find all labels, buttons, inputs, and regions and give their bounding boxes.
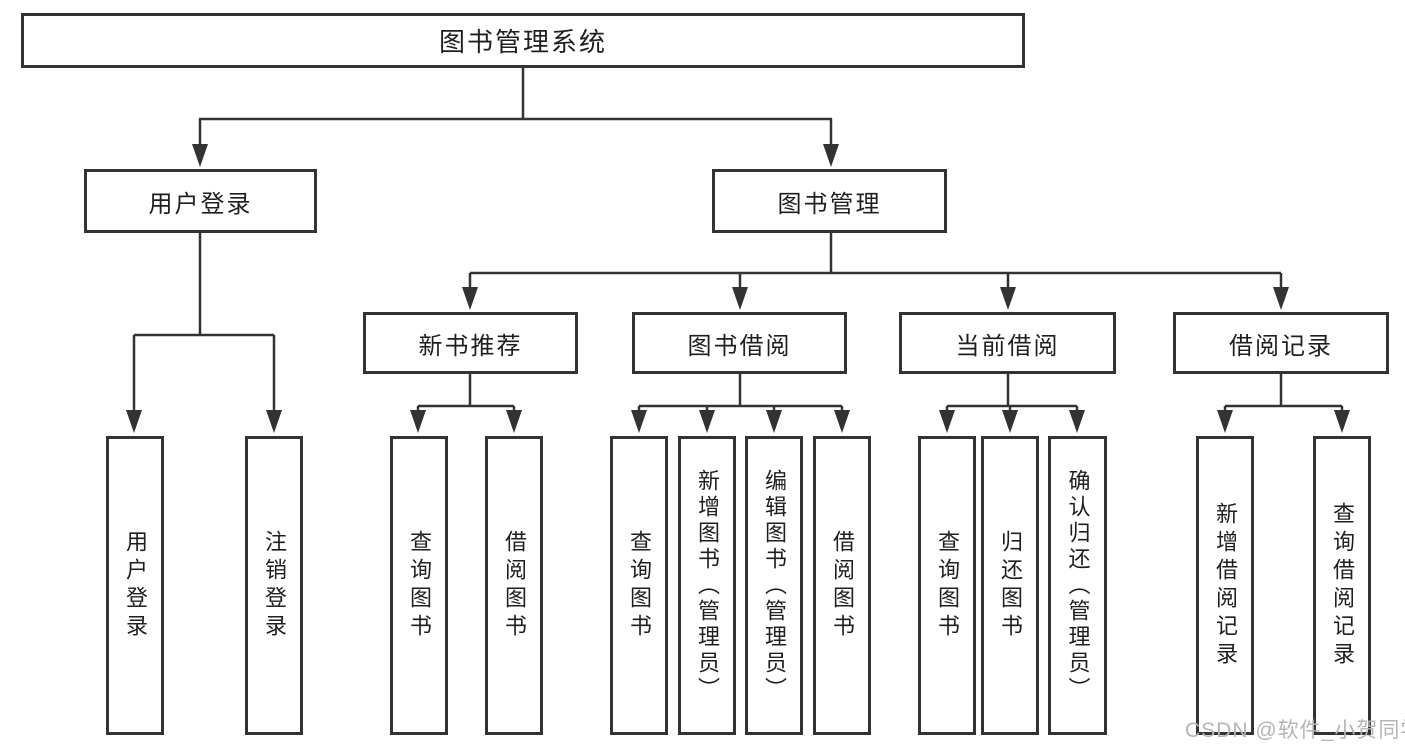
leaf-label: 查询借阅记录 xyxy=(1330,501,1355,670)
node-label: 用户登录 xyxy=(148,190,253,218)
node-new-book-recommendation: 新书推荐 xyxy=(363,312,578,374)
leaf-add-book-admin: 新增图书（管理员） xyxy=(678,436,736,735)
leaf-edit-book-admin: 编辑图书（管理员） xyxy=(745,436,803,735)
leaf-label: 用户登录 xyxy=(123,529,148,642)
leaf-query-books-borrowing: 查询图书 xyxy=(610,436,668,735)
leaf-query-books-current: 查询图书 xyxy=(918,436,976,735)
leaf-label: 新增图书（管理员） xyxy=(695,468,720,703)
leaf-label: 查询图书 xyxy=(935,529,960,642)
node-label: 图书管理系统 xyxy=(438,27,607,57)
leaf-user-login: 用户登录 xyxy=(106,436,164,735)
node-label: 当前借阅 xyxy=(955,332,1060,360)
leaf-label: 确认归还（管理员） xyxy=(1065,468,1091,703)
leaf-return-books: 归还图书 xyxy=(981,436,1039,735)
node-user-login: 用户登录 xyxy=(84,169,317,233)
leaf-logout: 注销登录 xyxy=(245,436,303,735)
leaf-query-books-recommendation: 查询图书 xyxy=(390,436,448,735)
leaf-label: 借阅图书 xyxy=(502,529,527,642)
leaf-query-borrow-record: 查询借阅记录 xyxy=(1313,436,1371,735)
leaf-label: 查询图书 xyxy=(407,529,432,642)
leaf-borrow-books-recommendation: 借阅图书 xyxy=(485,436,543,735)
node-library-management-system: 图书管理系统 xyxy=(21,13,1025,68)
leaf-label: 注销登录 xyxy=(262,529,287,642)
leaf-confirm-return-admin: 确认归还（管理员） xyxy=(1048,436,1107,735)
node-borrowing-records: 借阅记录 xyxy=(1173,312,1389,374)
node-book-borrowing: 图书借阅 xyxy=(632,312,847,374)
node-label: 新书推荐 xyxy=(418,332,523,360)
leaf-label: 编辑图书（管理员） xyxy=(762,468,787,703)
arrowheads xyxy=(126,144,1350,433)
leaf-borrow-books-borrowing: 借阅图书 xyxy=(813,436,871,735)
leaf-label: 新增借阅记录 xyxy=(1213,501,1238,670)
leaf-label: 查询图书 xyxy=(627,529,652,642)
leaf-add-borrow-record: 新增借阅记录 xyxy=(1196,436,1254,735)
leaf-label: 归还图书 xyxy=(998,529,1023,642)
node-label: 借阅记录 xyxy=(1229,332,1333,360)
node-current-borrowing: 当前借阅 xyxy=(899,312,1116,374)
node-label: 图书借阅 xyxy=(687,332,792,360)
csdn-watermark: CSDN @软件_小贺同学 xyxy=(1185,719,1405,742)
leaf-label: 借阅图书 xyxy=(830,529,855,642)
node-book-management: 图书管理 xyxy=(712,169,947,233)
node-label: 图书管理 xyxy=(777,190,882,218)
